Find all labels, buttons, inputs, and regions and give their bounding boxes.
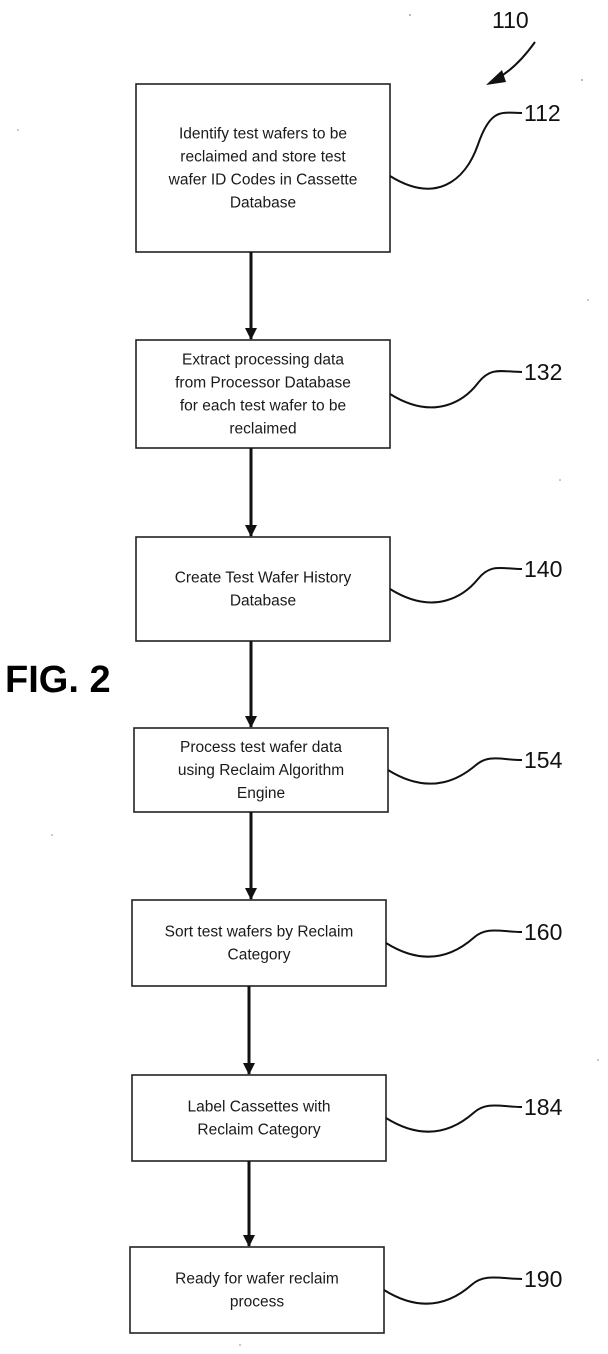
flow-steps: Identify test wafers to be reclaimed and … [130,84,563,1333]
step-text-line: Create Test Wafer History [175,570,352,587]
step-text-line: Ready for wafer reclaim [175,1271,339,1288]
step-box [130,1247,384,1333]
step-text-line: Label Cassettes with [187,1099,330,1116]
reference-leader-line [386,930,522,956]
step-text-line: Extract processing data [182,352,344,369]
step-box [132,1075,386,1161]
step-text-line: reclaimed [229,421,296,438]
step-box [132,900,386,986]
flow-step-140: Create Test Wafer HistoryDatabase 140 [136,537,562,641]
reference-leader-line [386,1105,522,1131]
flow-step-190: Ready for wafer reclaim process 190 [130,1247,562,1333]
flow-step-154: Process test wafer data using Reclaim Alg… [134,728,563,812]
reference-leader-line [390,113,522,189]
reference-leader-line [390,568,522,603]
step-text-line: Identify test wafers to be [179,126,347,143]
step-text-line: for each test wafer to be [180,398,346,415]
step-reference-number: 112 [524,100,561,126]
step-text-line: process [230,1294,285,1311]
figure-reference-arrowhead [486,70,506,85]
step-text-line: reclaimed and store test [180,149,346,166]
step-box [136,84,390,252]
step-text-line: Process test wafer data [180,739,342,756]
step-text-line: wafer ID Codes in Cassette [168,172,358,189]
figure-label: FIG. 2 [5,659,111,701]
step-reference-number: 190 [524,1266,562,1292]
reference-leader-line [390,371,522,407]
reference-leader-line [384,1277,522,1303]
step-text-line: from Processor Database [175,375,351,392]
step-text-line: Database [230,593,296,610]
step-reference-number: 184 [524,1094,563,1120]
step-text-line: Category [228,947,291,964]
step-text-line: Engine [237,785,285,802]
figure-reference-number: 110 [492,7,529,33]
step-reference-number: 154 [524,747,563,773]
flow-step-184: Label Cassettes withReclaim Category 184 [132,1075,563,1161]
step-reference-number: 160 [524,919,562,945]
step-reference-number: 140 [524,556,562,582]
reference-leader-line [388,758,522,783]
figure-reference-leader [498,42,535,78]
step-box [136,537,390,641]
step-text-line: Sort test wafers by Reclaim [165,924,354,941]
flow-step-160: Sort test wafers by ReclaimCategory 160 [132,900,562,986]
step-reference-number: 132 [524,359,562,385]
step-text-line: Reclaim Category [197,1122,320,1139]
flow-step-112: Identify test wafers to be reclaimed and … [136,84,561,252]
step-text-line: Database [230,195,296,212]
step-text-line: using Reclaim Algorithm [178,762,344,779]
flow-step-132: Extract processing data from Processor Da… [136,340,562,448]
